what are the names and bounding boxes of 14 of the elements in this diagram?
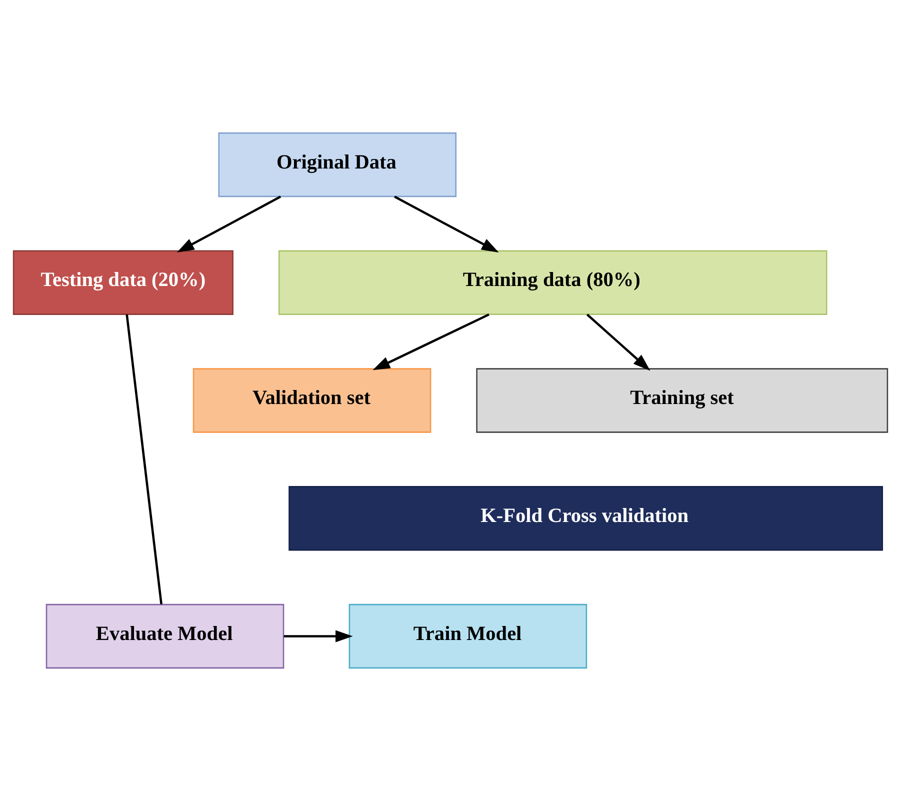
node-box: Testing data (20%): [12, 250, 234, 315]
connector: [126, 314, 162, 604]
node-box: K-Fold Cross validation: [288, 486, 884, 551]
arrow: [586, 314, 650, 371]
arrow: [176, 196, 282, 252]
arrow: [394, 196, 499, 252]
arrow: [372, 313, 490, 370]
node-box: Original Data: [218, 132, 457, 198]
node-box: Validation set: [192, 368, 432, 433]
node-box: Train Model: [348, 604, 588, 669]
node-box: Evaluate Model: [46, 604, 284, 669]
node-box: Training data (80%): [278, 250, 828, 315]
arrow: [284, 630, 353, 642]
node-box: Training set: [476, 368, 888, 433]
